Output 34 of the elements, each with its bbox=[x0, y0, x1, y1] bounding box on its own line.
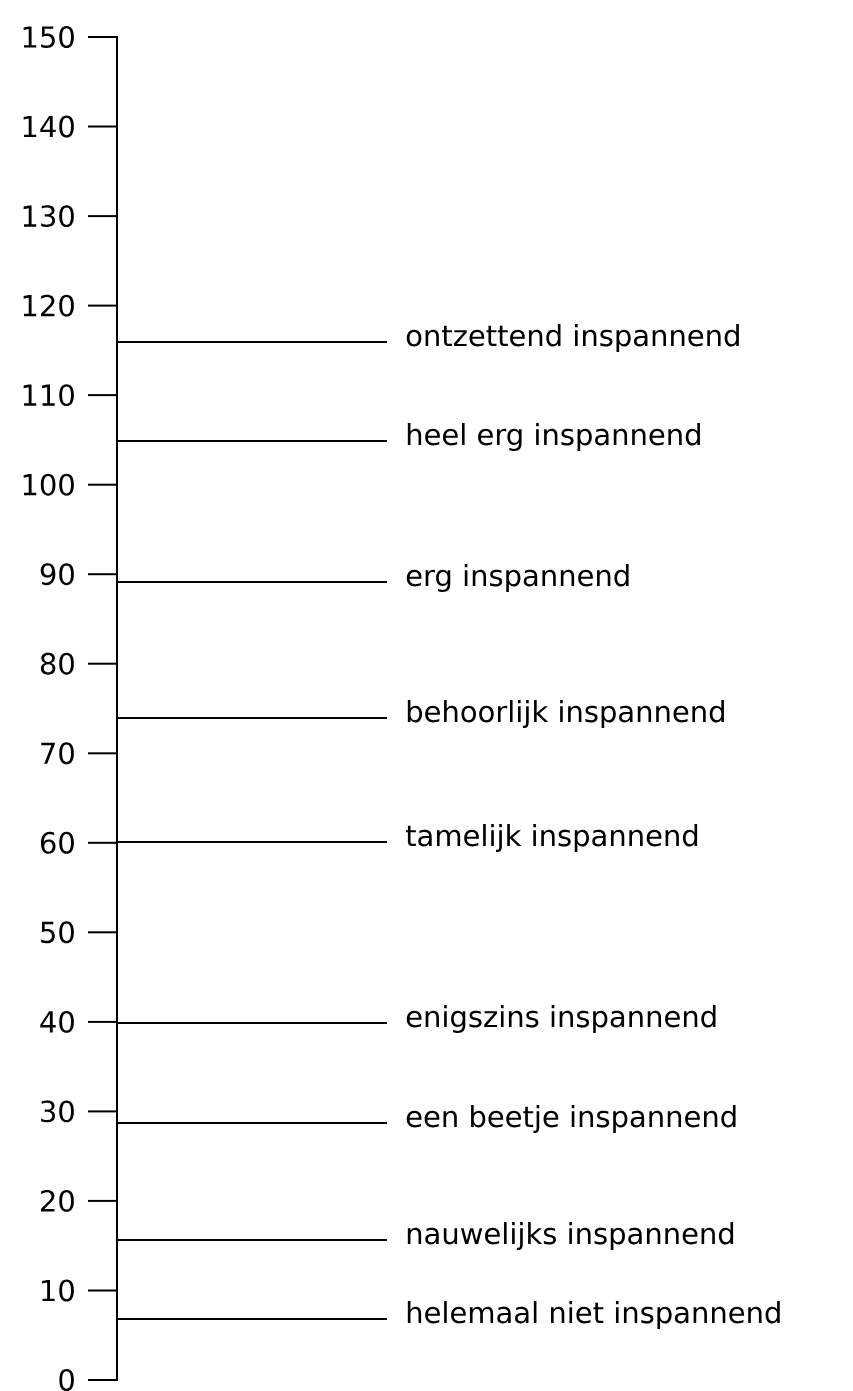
tick-label: 30 bbox=[41, 1100, 74, 1123]
leader-line bbox=[116, 1122, 388, 1124]
tick-label: 150 bbox=[23, 26, 74, 48]
leader-line bbox=[116, 1022, 388, 1024]
leader-line bbox=[116, 341, 388, 343]
tick-label: 20 bbox=[41, 1189, 74, 1212]
scale-label: heel erg inspannend bbox=[407, 422, 700, 452]
scale-label: een beetje inspannend bbox=[406, 1104, 736, 1134]
tick-label: 140 bbox=[23, 115, 74, 138]
tick-label: 100 bbox=[23, 473, 74, 496]
leader-line bbox=[116, 581, 388, 583]
tick-label: 70 bbox=[41, 742, 74, 765]
leader-line bbox=[116, 1318, 388, 1320]
leader-line bbox=[116, 440, 388, 442]
scale-label: erg inspannend bbox=[406, 563, 629, 593]
leader-line bbox=[116, 841, 388, 843]
scale-label: enigszins inspannend bbox=[406, 1004, 716, 1034]
tick-label: 10 bbox=[42, 1279, 74, 1302]
tick-label: 40 bbox=[40, 1010, 74, 1033]
tick-label: 130 bbox=[23, 205, 74, 228]
tick-label: 120 bbox=[23, 294, 74, 317]
tick-label: 80 bbox=[40, 652, 74, 675]
scale-label: helemaal niet inspannend bbox=[407, 1300, 780, 1330]
leader-line bbox=[116, 717, 388, 719]
scale-label: ontzettend inspannend bbox=[406, 323, 739, 353]
leader-line bbox=[116, 1239, 388, 1241]
tick-label: 0 bbox=[59, 1369, 74, 1391]
scale-label: tamelijk inspannend bbox=[406, 823, 698, 853]
tick-label: 50 bbox=[41, 921, 74, 944]
scale-label: nauwelijks inspannend bbox=[407, 1221, 734, 1251]
tick-label: 110 bbox=[23, 384, 74, 407]
scale-label: behoorlijk inspannend bbox=[407, 699, 724, 729]
tick-label: 60 bbox=[40, 831, 74, 854]
tick-label: 90 bbox=[40, 563, 74, 586]
